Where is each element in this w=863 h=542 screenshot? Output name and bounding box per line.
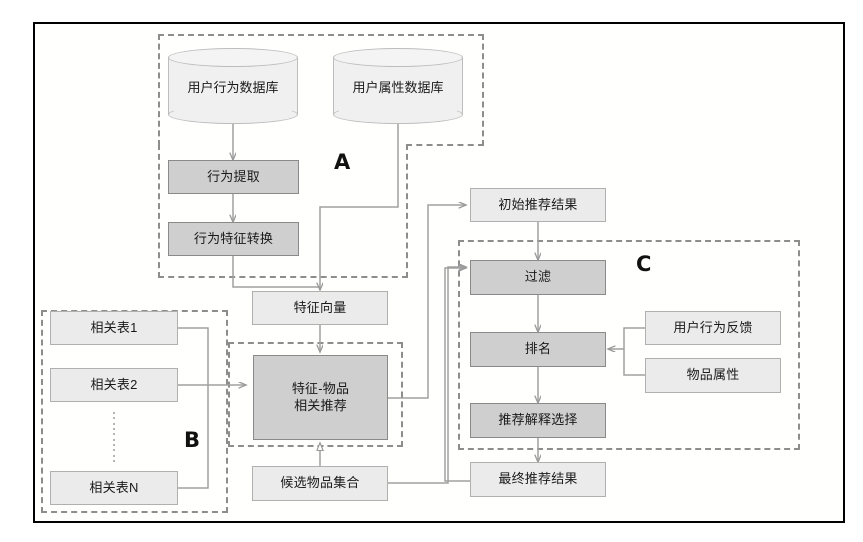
node-feature-item-recommend-line1: 特征-物品 bbox=[291, 380, 350, 396]
node-feature-item-recommend: 特征-物品 相关推荐 bbox=[253, 355, 388, 440]
group-a-dashed-region-top bbox=[158, 34, 484, 146]
correlation-tables-ellipsis bbox=[113, 412, 115, 462]
db-user-behavior-label: 用户行为数据库 bbox=[187, 79, 279, 95]
node-initial-recommend-result: 初始推荐结果 bbox=[470, 188, 606, 222]
cylinder-bottom bbox=[168, 105, 298, 124]
group-a-label: A bbox=[334, 150, 351, 174]
node-correlation-table-n: 相关表N bbox=[50, 471, 178, 505]
node-filter: 过滤 bbox=[470, 260, 606, 295]
group-b-label: B bbox=[184, 428, 201, 452]
node-feature-item-recommend-line2: 相关推荐 bbox=[294, 397, 347, 413]
node-item-attribute: 物品属性 bbox=[645, 358, 781, 393]
cylinder-top bbox=[333, 48, 463, 67]
db-user-attribute: 用户属性数据库 bbox=[333, 48, 463, 124]
group-a-step-edge bbox=[406, 144, 484, 149]
node-correlation-table-2: 相关表2 bbox=[50, 368, 178, 402]
group-c-label: C bbox=[636, 252, 652, 276]
node-ranking: 排名 bbox=[470, 332, 606, 367]
cylinder-top bbox=[168, 48, 298, 67]
node-final-recommend-result: 最终推荐结果 bbox=[470, 462, 606, 497]
db-user-behavior: 用户行为数据库 bbox=[168, 48, 298, 124]
node-explanation-selection: 推荐解释选择 bbox=[470, 403, 606, 438]
node-correlation-table-1: 相关表1 bbox=[50, 311, 178, 345]
node-user-behavior-feedback: 用户行为反馈 bbox=[645, 311, 781, 345]
cylinder-bottom bbox=[333, 105, 463, 124]
db-user-attribute-label: 用户属性数据库 bbox=[352, 79, 444, 95]
node-candidate-item-set: 候选物品集合 bbox=[252, 466, 388, 501]
node-behavior-extraction: 行为提取 bbox=[168, 160, 299, 194]
node-feature-vector: 特征向量 bbox=[252, 291, 388, 325]
node-behavior-feature-transform: 行为特征转换 bbox=[168, 222, 299, 256]
